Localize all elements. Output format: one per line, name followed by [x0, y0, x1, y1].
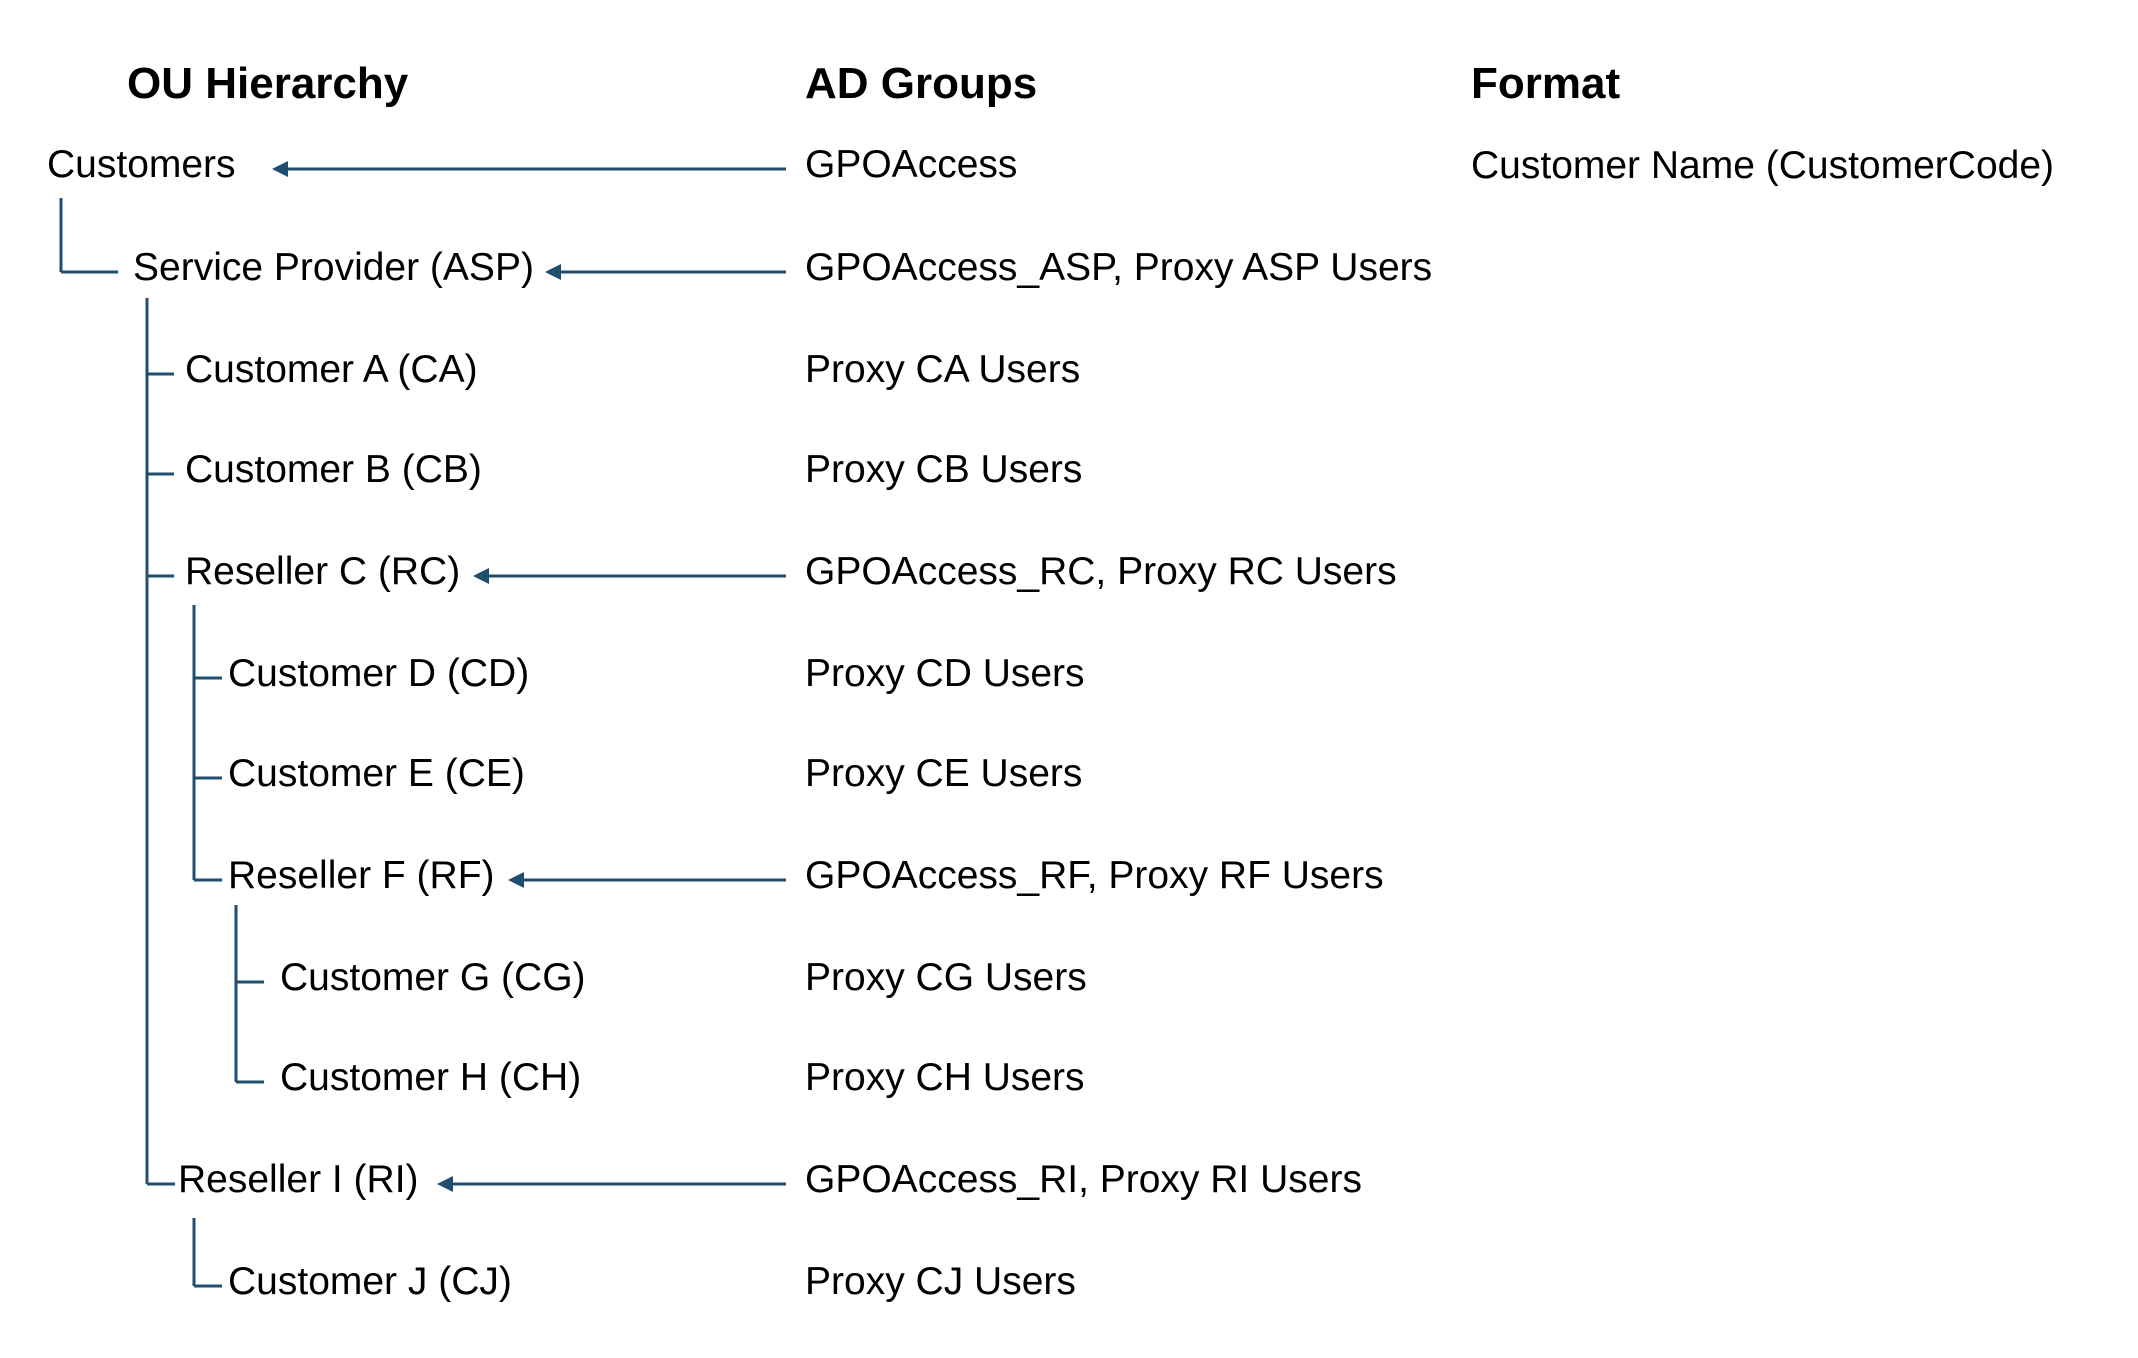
ou-node: Reseller F (RF) — [228, 854, 495, 897]
ad-group-label: Proxy CE Users — [805, 752, 1083, 795]
ou-node: Customer J (CJ) — [228, 1260, 512, 1303]
ou-node: Customer B (CB) — [185, 448, 482, 491]
ad-group-label: Proxy CD Users — [805, 652, 1085, 695]
ad-group-label: GPOAccess — [805, 143, 1018, 186]
arrowhead-icon — [437, 1176, 453, 1192]
ou-node: Customer G (CG) — [280, 956, 586, 999]
arrowhead-icon — [272, 161, 288, 177]
header-format: Format — [1471, 59, 1621, 108]
ad-group-label: GPOAccess_RC, Proxy RC Users — [805, 550, 1397, 593]
format-text: Customer Name (CustomerCode) — [1471, 144, 2055, 187]
ad-group-label: GPOAccess_RF, Proxy RF Users — [805, 854, 1384, 897]
ou-node: Customer H (CH) — [280, 1056, 582, 1099]
ad-group-label: Proxy CH Users — [805, 1056, 1085, 1099]
ou-node: Reseller I (RI) — [178, 1158, 419, 1201]
arrowhead-icon — [473, 568, 489, 584]
ad-group-label: Proxy CB Users — [805, 448, 1083, 491]
ad-group-label: Proxy CG Users — [805, 956, 1087, 999]
ad-group-label: Proxy CJ Users — [805, 1260, 1076, 1303]
ou-node: Reseller C (RC) — [185, 550, 461, 593]
header-ad-groups: AD Groups — [805, 59, 1038, 108]
ou-node: Customer A (CA) — [185, 348, 478, 391]
arrowhead-icon — [545, 264, 561, 280]
ou-node: Customers — [47, 143, 236, 186]
ou-node: Customer D (CD) — [228, 652, 530, 695]
ad-group-label: GPOAccess_RI, Proxy RI Users — [805, 1158, 1362, 1201]
ad-group-label: Proxy CA Users — [805, 348, 1081, 391]
arrowhead-icon — [508, 872, 524, 888]
header-ou-hierarchy: OU Hierarchy — [127, 59, 409, 108]
ad-group-label: GPOAccess_ASP, Proxy ASP Users — [805, 246, 1433, 289]
ou-node: Service Provider (ASP) — [133, 246, 534, 289]
ou-node: Customer E (CE) — [228, 752, 525, 795]
